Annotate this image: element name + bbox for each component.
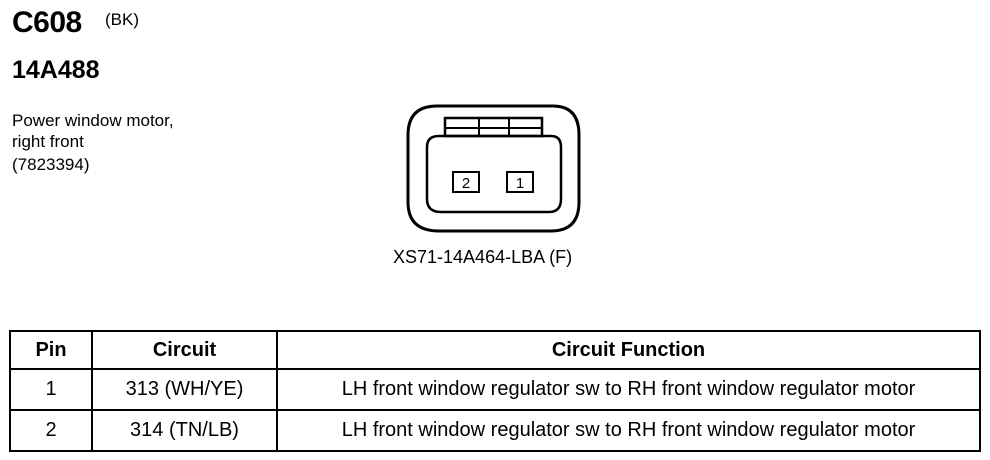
connector-part-number: XS71-14A464-LBA (F) (393, 247, 573, 267)
table-row: 2 314 (TN/LB) LH front window regulator … (9, 409, 981, 452)
pin-label-2: 2 (462, 175, 470, 192)
connector-housing-outline (406, 104, 581, 233)
pinout-table: Pin Circuit Circuit Function 1 313 (WH/Y… (9, 330, 981, 452)
description-line-3: (7823394) (12, 155, 90, 174)
pin-label-1: 1 (516, 175, 524, 192)
cell-circuit: 313 (WH/YE) (91, 368, 278, 411)
header-circuit-function: Circuit Function (276, 330, 981, 370)
connector-id: C608 (12, 6, 82, 39)
pin-cavity-1 (506, 171, 534, 193)
part-number: 14A488 (12, 56, 100, 84)
header-circuit: Circuit (91, 330, 278, 370)
table-header-row: Pin Circuit Circuit Function (9, 330, 981, 370)
cell-pin: 2 (9, 409, 93, 452)
cell-circuit-function: LH front window regulator sw to RH front… (276, 409, 981, 452)
connector-housing-inner (425, 134, 563, 214)
connector-color: (BK) (105, 10, 139, 29)
pin-cavity-2 (452, 171, 480, 193)
description-line-1: Power window motor, (12, 111, 174, 130)
table-row: 1 313 (WH/YE) LH front window regulator … (9, 368, 981, 411)
header-pin: Pin (9, 330, 93, 370)
cell-circuit: 314 (TN/LB) (91, 409, 278, 452)
description-line-2: right front (12, 132, 84, 151)
cell-circuit-function: LH front window regulator sw to RH front… (276, 368, 981, 411)
cell-pin: 1 (9, 368, 93, 411)
connector-face-drawing: 2 1 (406, 104, 581, 233)
